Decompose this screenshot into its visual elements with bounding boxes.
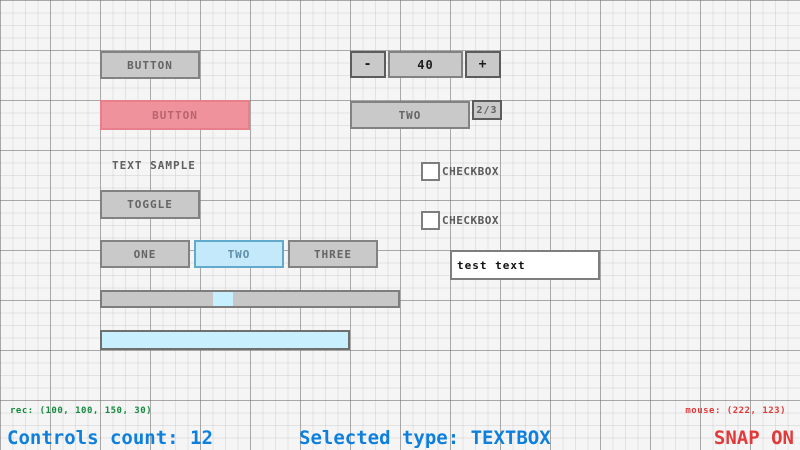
text-sample-label: TEXT SAMPLE bbox=[112, 159, 196, 172]
progress-bar bbox=[100, 330, 350, 350]
checkbox-2-box[interactable] bbox=[421, 211, 440, 230]
spinner-value[interactable]: 40 bbox=[388, 51, 463, 78]
tab-one[interactable]: ONE bbox=[100, 240, 190, 268]
checkbox-2[interactable]: CHECKBOX bbox=[421, 211, 499, 230]
checkbox-2-label: CHECKBOX bbox=[442, 214, 499, 227]
textbox-input[interactable] bbox=[450, 250, 600, 280]
spinner-decrement-button[interactable]: - bbox=[350, 51, 386, 78]
combo-box[interactable]: TWO bbox=[350, 101, 470, 129]
status-selected-type: Selected type: TEXTBOX bbox=[299, 427, 551, 449]
spinner-increment-button[interactable]: + bbox=[465, 51, 501, 78]
status-snap-indicator: SNAP ON bbox=[713, 427, 794, 449]
toggle-button[interactable]: TOGGLE bbox=[100, 190, 200, 219]
button-default[interactable]: BUTTON bbox=[100, 51, 200, 79]
combo-counter-button[interactable]: 2/3 bbox=[472, 100, 502, 120]
status-mouse-coords: mouse: (222, 123) bbox=[685, 406, 786, 416]
checkbox-1[interactable]: CHECKBOX bbox=[421, 162, 499, 181]
slider-handle[interactable] bbox=[213, 292, 233, 306]
tab-two-selected[interactable]: TWO bbox=[194, 240, 284, 268]
checkbox-1-label: CHECKBOX bbox=[442, 165, 499, 178]
checkbox-1-box[interactable] bbox=[421, 162, 440, 181]
status-rec: rec: (100, 100, 150, 30) bbox=[10, 406, 153, 416]
status-controls-count: Controls count: 12 bbox=[7, 427, 213, 449]
tab-three[interactable]: THREE bbox=[288, 240, 378, 268]
button-active[interactable]: BUTTON bbox=[100, 100, 250, 130]
slider[interactable] bbox=[100, 290, 400, 308]
